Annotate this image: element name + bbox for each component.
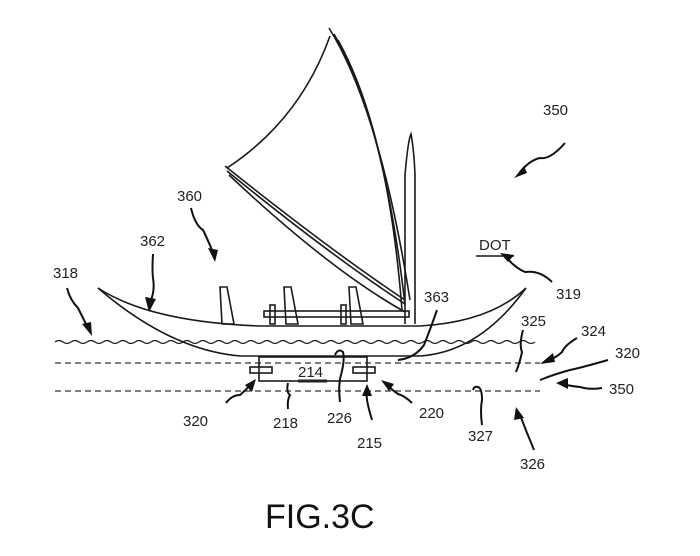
label-320-right: 320 <box>615 345 640 362</box>
label-327: 327 <box>468 428 493 445</box>
label-218: 218 <box>273 415 298 432</box>
label-325: 325 <box>521 313 546 330</box>
water-surface-line <box>54 339 536 345</box>
label-362: 362 <box>140 233 165 250</box>
label-324: 324 <box>581 323 606 340</box>
label-350-right: 350 <box>609 381 634 398</box>
mast <box>404 131 416 324</box>
label-215: 215 <box>357 435 382 452</box>
label-220: 220 <box>419 405 444 422</box>
label-350-top: 350 <box>543 102 568 119</box>
label-214: 214 <box>298 364 323 381</box>
label-360: 360 <box>177 188 202 205</box>
figure-caption: FIG.3C <box>265 498 375 536</box>
label-326: 326 <box>520 456 545 473</box>
boat-hull <box>97 287 527 357</box>
label-363: 363 <box>424 289 449 306</box>
label-320-left: 320 <box>183 413 208 430</box>
label-319: 319 <box>556 286 581 303</box>
boat-thwarts <box>219 286 410 325</box>
label-318: 318 <box>53 265 78 282</box>
keel-device <box>249 356 376 383</box>
label-dot: DOT <box>479 237 511 254</box>
label-226: 226 <box>327 410 352 427</box>
sail <box>224 27 411 313</box>
leader-lines <box>66 142 609 451</box>
